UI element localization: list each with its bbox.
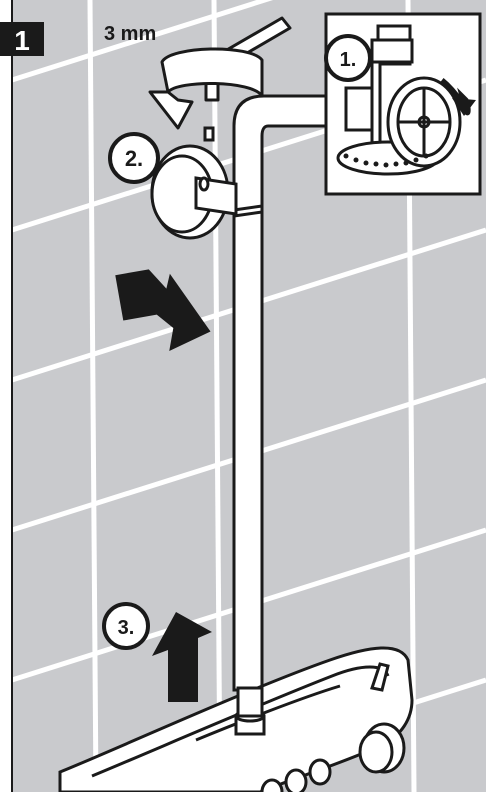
callout-3: 3. bbox=[104, 604, 148, 648]
step-number: 1 bbox=[14, 25, 30, 56]
step-number-badge: 1 bbox=[0, 22, 44, 56]
callout-2: 2. bbox=[110, 134, 158, 182]
detail-inset: 1. bbox=[326, 14, 480, 194]
tool-size-label: 3 mm bbox=[104, 23, 156, 45]
callout-1: 1. bbox=[326, 36, 370, 80]
callout-2-label: 2. bbox=[125, 146, 143, 171]
callout-3-label: 3. bbox=[118, 617, 135, 639]
callout-1-label: 1. bbox=[340, 49, 357, 71]
